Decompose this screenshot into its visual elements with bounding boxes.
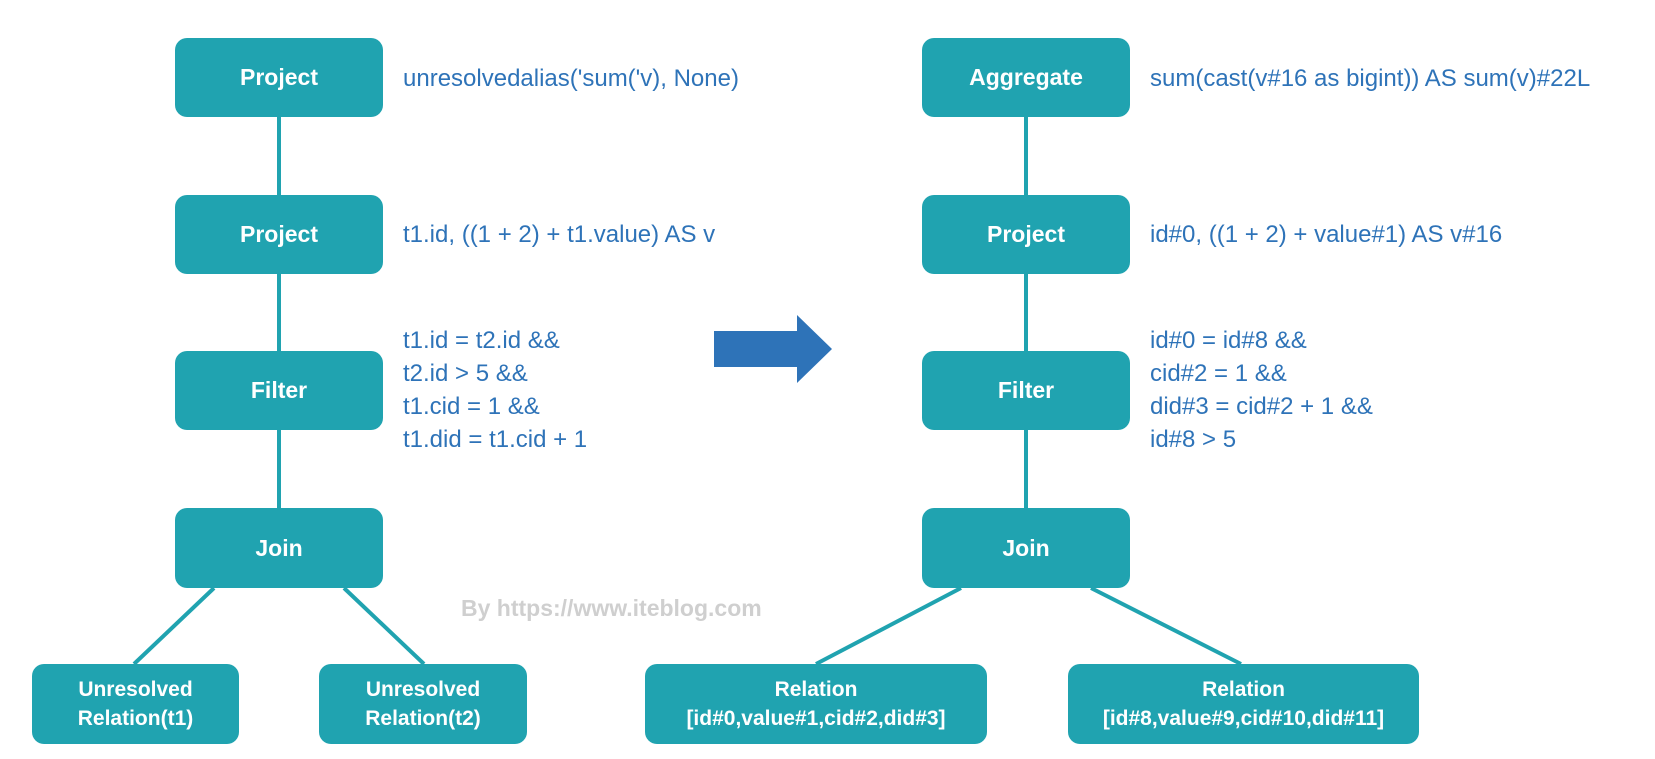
right-filter-condition-line: cid#2 = 1 && [1150,360,1287,387]
right-relation-left-node: Relation [id#0,value#1,cid#2,did#3] [645,664,987,744]
right-aggregate-title: Aggregate [969,64,1083,90]
edge-right-join-to-relation-right [1090,586,1242,666]
left-project-top-title: Project [240,64,318,90]
right-relation-right-line: Relation [1202,678,1285,701]
edge-right-join-to-relation-left [815,586,962,666]
right-project-node: Project [922,195,1130,274]
right-relation-right-node: Relation [id#8,value#9,cid#10,did#11] [1068,664,1419,744]
right-relation-left-line: Relation [774,678,858,701]
right-arrow-icon [714,315,832,383]
left-relation-t2-node: Unresolved Relation(t2) [319,664,527,744]
right-relation-left-line: [id#0,value#1,cid#2,did#3] [686,707,946,730]
left-project-top-node: Project [175,38,383,117]
left-relation-t1-line: Unresolved [78,678,193,701]
right-aggregate-node: Aggregate [922,38,1130,117]
right-filter-condition-line: id#8 > 5 [1150,426,1237,453]
edge-left-join-to-relation-t2 [342,586,426,666]
left-relation-t1-node: Unresolved Relation(t1) [32,664,239,744]
left-filter-annotation: t1.id = t2.id && t2.id > 5 && t1.cid = 1… [403,324,587,456]
left-project-mid-node: Project [175,195,383,274]
left-join-node: Join [175,508,383,588]
left-filter-condition-line: t1.id = t2.id && [403,327,560,354]
right-join-title: Join [1002,534,1050,561]
right-filter-annotation: id#0 = id#8 && cid#2 = 1 && did#3 = cid#… [1150,324,1373,456]
left-project-top-annotation: unresolvedalias('sum('v), None) [403,65,739,92]
left-project-mid-annotation: t1.id, ((1 + 2) + t1.value) AS v [403,221,716,248]
right-project-title: Project [987,221,1065,247]
left-filter-condition-line: t1.did = t1.cid + 1 [403,426,588,453]
left-filter-title: Filter [250,377,308,403]
left-filter-condition-line: t2.id > 5 && [403,360,528,387]
right-project-annotation: id#0, ((1 + 2) + value#1) AS v#16 [1150,221,1503,248]
left-relation-t1-line: Relation(t1) [77,707,194,730]
edge-left-join-to-relation-t1 [132,586,216,666]
watermark-text: By https://www.iteblog.com [461,595,762,621]
right-filter-node: Filter [922,351,1130,430]
right-relation-right-line: [id#8,value#9,cid#10,did#11] [1102,707,1385,730]
right-aggregate-annotation: sum(cast(v#16 as bigint)) AS sum(v)#22L [1150,65,1591,92]
right-join-node: Join [922,508,1130,588]
left-filter-node: Filter [175,351,383,430]
left-join-title: Join [255,534,303,561]
left-project-mid-title: Project [240,221,318,247]
right-filter-condition-line: id#0 = id#8 && [1150,327,1307,354]
left-relation-t2-line: Relation(t2) [365,707,481,730]
left-filter-condition-line: t1.cid = 1 && [403,393,540,420]
left-relation-t2-line: Unresolved [365,678,481,701]
right-filter-condition-line: did#3 = cid#2 + 1 && [1150,393,1373,420]
right-filter-title: Filter [997,377,1055,403]
